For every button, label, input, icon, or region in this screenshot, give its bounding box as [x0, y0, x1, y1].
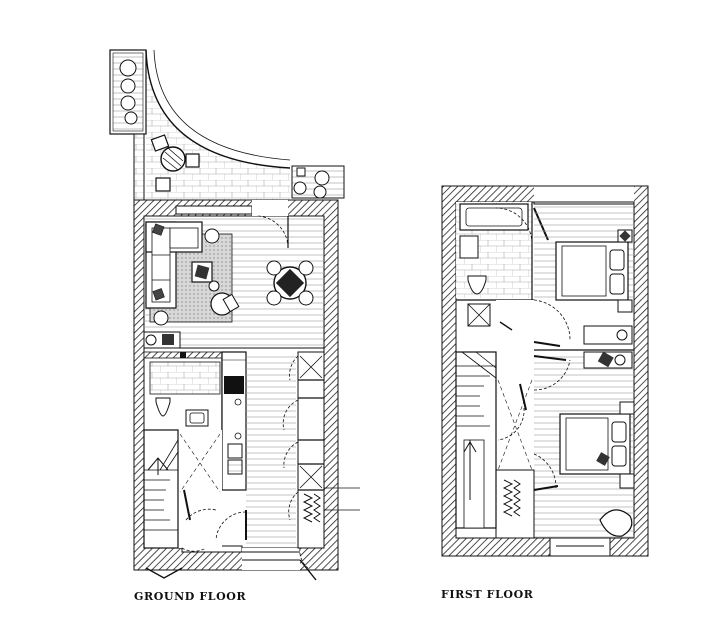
ground-floor-plan: [109, 49, 360, 581]
door-swing-icon: [533, 453, 557, 489]
door-swing-icon: [495, 207, 533, 245]
chair-icon: [155, 177, 171, 192]
door-swing-icon: [283, 441, 299, 469]
bathroom-floor: [149, 361, 221, 395]
plant-icon: [293, 181, 307, 195]
door-swing-icon: [282, 399, 299, 431]
door-swing-icon: [181, 547, 207, 552]
toilet-icon: [155, 397, 171, 417]
plant-icon: [120, 78, 136, 94]
door-swing-icon: [288, 491, 299, 521]
table-icon: [266, 260, 314, 306]
toilet-icon: [467, 275, 487, 295]
kitchen-floor: [246, 352, 296, 548]
plant-icon: [124, 111, 138, 125]
door-swing-icon: [533, 299, 571, 341]
chair-icon: [266, 260, 282, 276]
door-swing-icon: [215, 511, 247, 541]
wardrobe-icon: [495, 469, 535, 539]
plant-icon: [119, 59, 137, 77]
plant-icon: [314, 170, 330, 186]
chair-icon: [185, 153, 200, 168]
ground-floor-label: GROUND FLOOR: [134, 590, 247, 603]
plant-icon: [313, 185, 327, 199]
ground-floor-walls: [133, 199, 339, 571]
planter-box: [109, 49, 147, 135]
landing-floor: [496, 300, 534, 470]
door-swing-icon: [289, 355, 299, 381]
terrace-side-wall: [133, 133, 145, 201]
side-table: [153, 310, 169, 326]
side-table: [204, 228, 220, 244]
stair-icon: [455, 351, 497, 529]
bed-icon: [555, 241, 629, 301]
kitchen-counter: [221, 351, 247, 491]
stair-icon: [143, 429, 179, 549]
chair-icon: [298, 260, 314, 276]
chair-icon: [266, 290, 282, 306]
storage-cupboards: [297, 351, 325, 549]
plant-icon: [120, 95, 136, 111]
chair-icon: [150, 134, 170, 152]
terrace-curved-edge: [145, 49, 291, 169]
door-swing-icon: [497, 407, 525, 441]
bed-icon: [559, 413, 631, 475]
first-floor-label: FIRST FLOOR: [441, 588, 534, 601]
first-floor-plan: [441, 185, 649, 557]
sofa-icon: [145, 221, 203, 309]
door-swing-icon: [533, 359, 571, 391]
armchair: [599, 509, 633, 537]
door-swing-icon: [185, 508, 217, 521]
washbasin: [459, 235, 479, 259]
terrace: [109, 49, 345, 201]
hall-floor: [178, 430, 222, 548]
chair-icon: [298, 290, 314, 306]
